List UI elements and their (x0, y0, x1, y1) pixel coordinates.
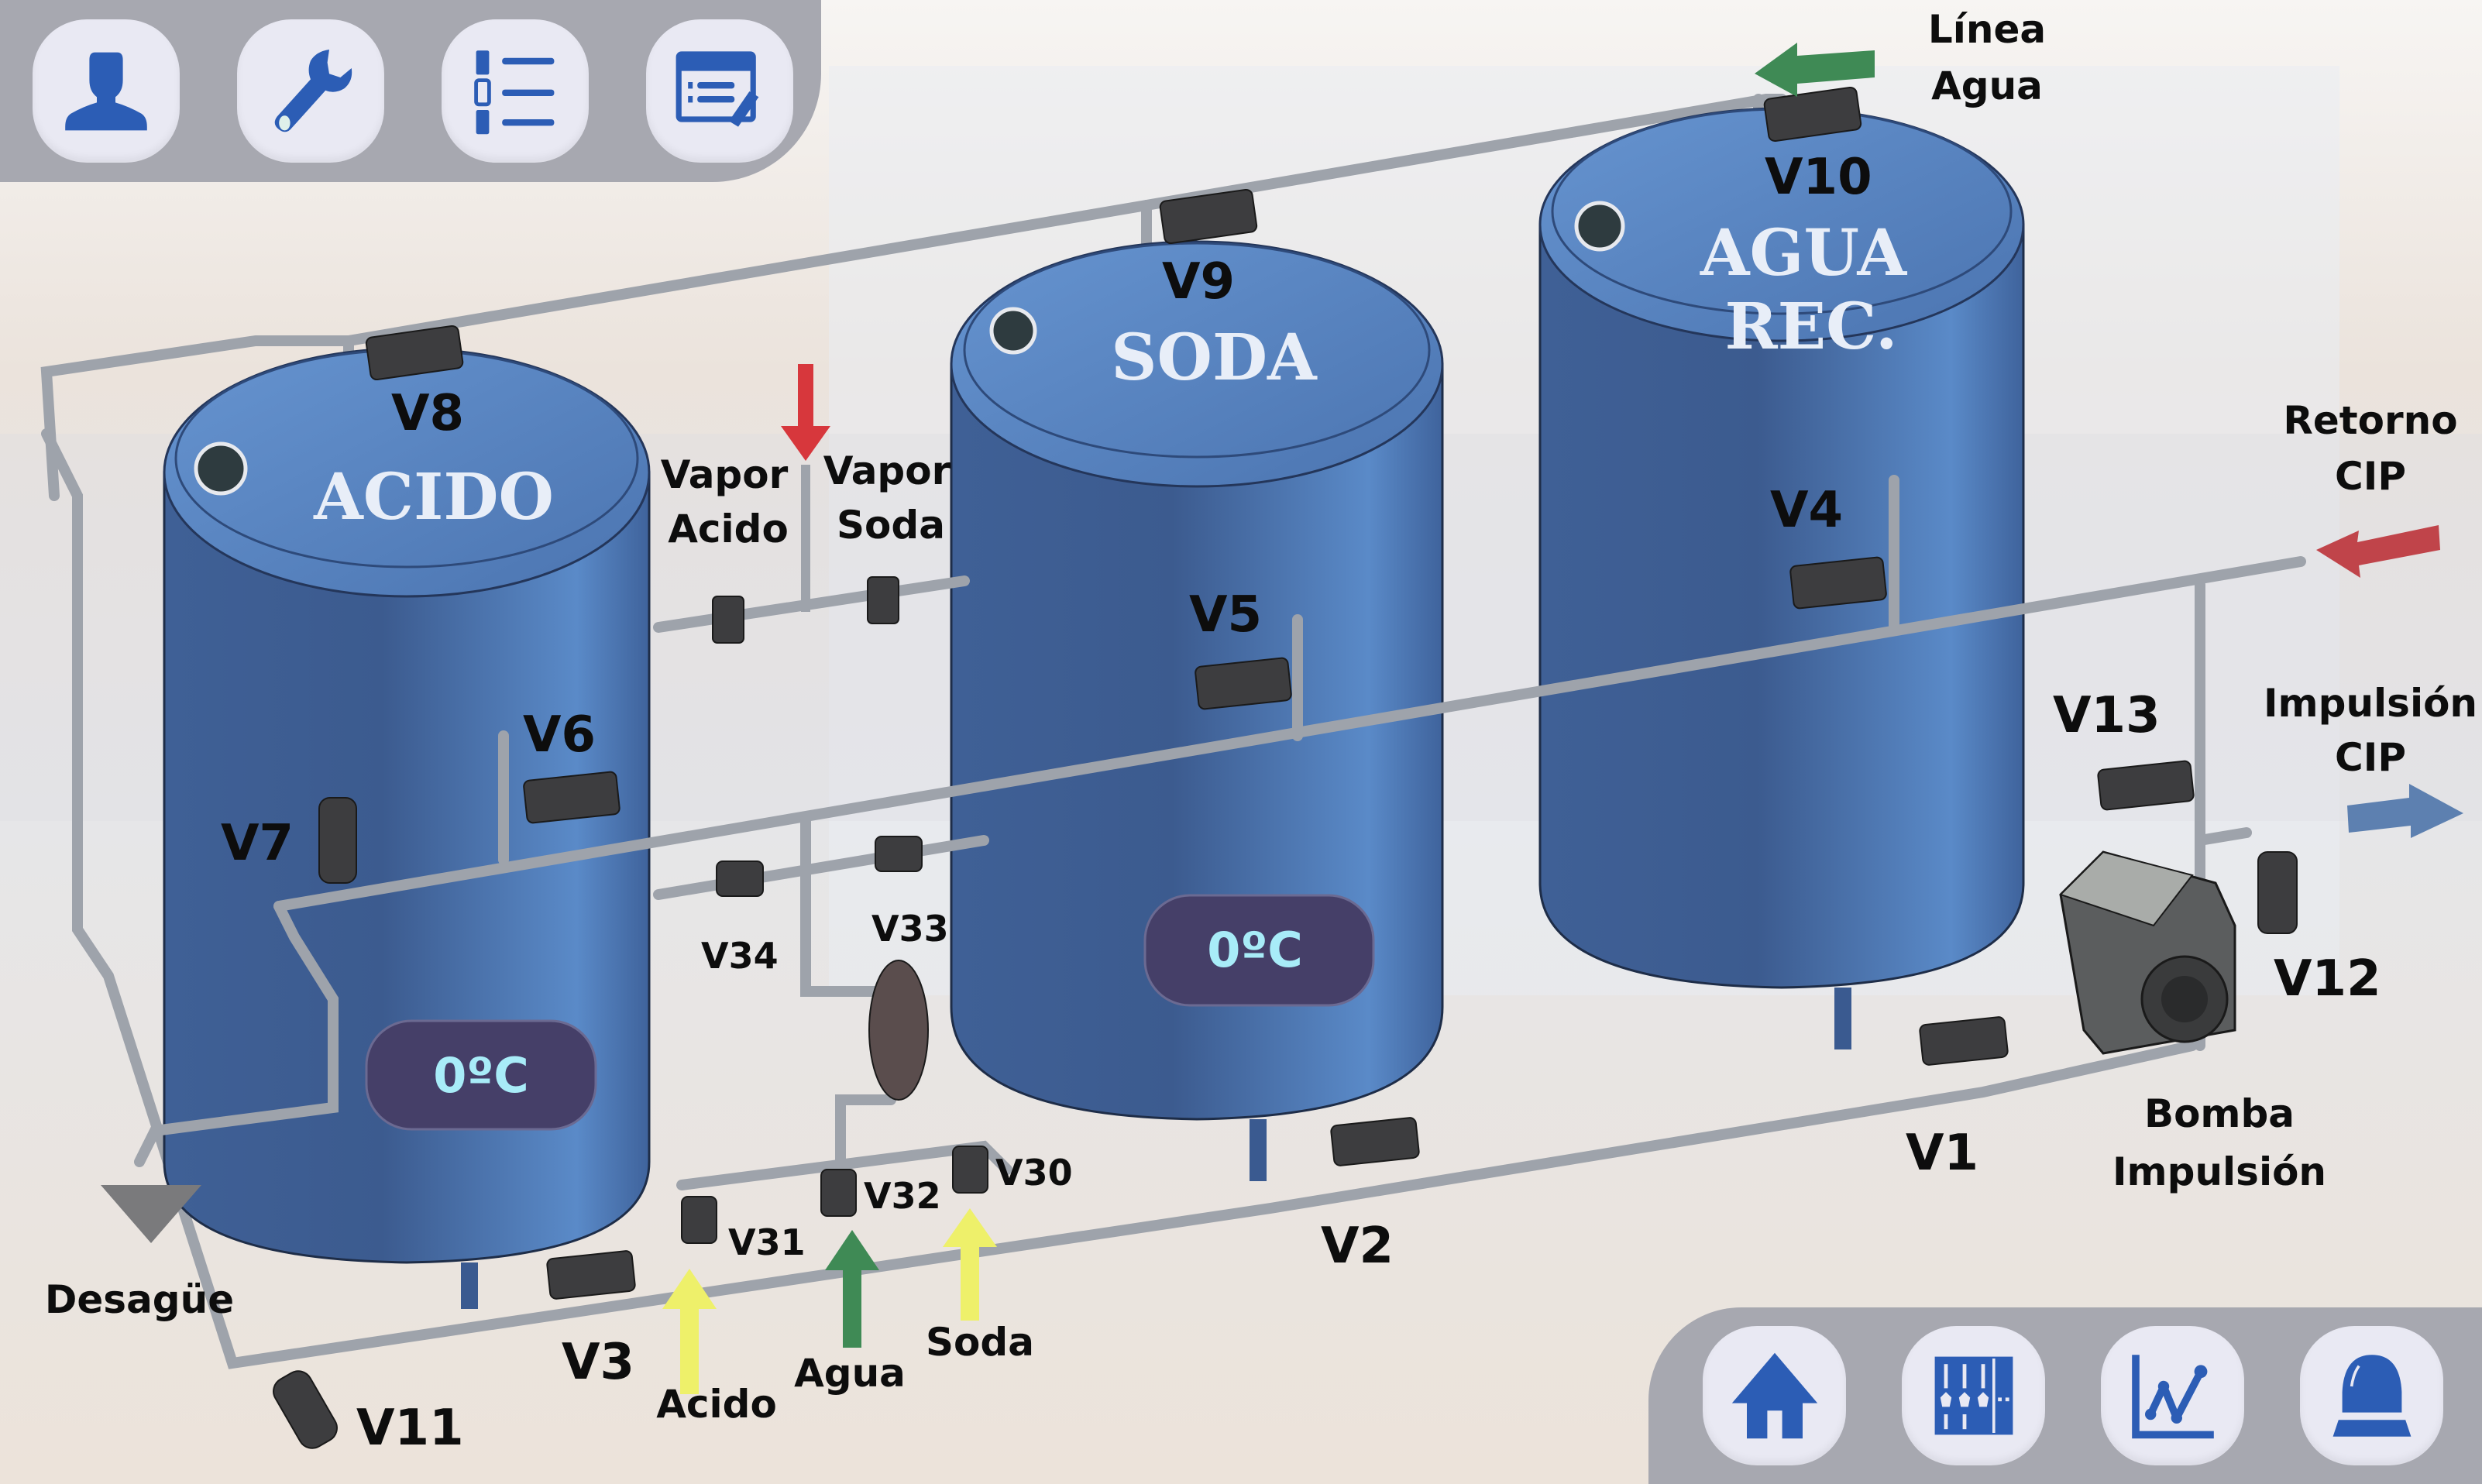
valve-v5-actuator[interactable] (1195, 657, 1292, 710)
process-diagram-icon (1934, 1356, 2013, 1435)
tank-soda[interactable]: SODA 0ºC (950, 240, 1444, 1181)
label-impulsion-cip-2: CIP (2335, 735, 2406, 780)
valve-vapor-soda-body[interactable] (867, 576, 899, 624)
label-v1: V1 (1906, 1125, 1978, 1182)
arrow-linea-agua (1755, 43, 1875, 97)
valve-v33-body[interactable] (875, 836, 923, 872)
drain-funnel-icon (101, 1185, 201, 1243)
label-v8: V8 (391, 385, 464, 442)
valve-v6-actuator[interactable] (523, 771, 620, 824)
toolbar-top (0, 0, 821, 182)
label-desague: Desagüe (45, 1277, 234, 1322)
temp-value-soda: 0ºC (1207, 922, 1303, 978)
label-retorno-cip-2: CIP (2335, 454, 2406, 499)
tank-agua-title-1: AGUA (1700, 216, 1908, 290)
valve-vapor-acido-body[interactable] (712, 596, 744, 644)
temp-value-acido: 0ºC (433, 1047, 529, 1104)
user-button[interactable] (33, 19, 180, 163)
arrow-vapor (781, 364, 830, 461)
label-vapor-soda-2: Soda (837, 503, 945, 548)
label-v10: V10 (1765, 149, 1872, 206)
user-icon (65, 52, 147, 130)
label-vapor-acido-2: Acido (668, 507, 789, 551)
list-icon (474, 50, 555, 134)
process-view-button[interactable] (1902, 1326, 2045, 1465)
dosing-pump[interactable] (868, 960, 929, 1101)
arrow-agua-in (825, 1230, 879, 1348)
valve-v3-actuator[interactable] (546, 1250, 636, 1300)
label-v6: V6 (523, 706, 596, 764)
label-linea-agua-2: Agua (1931, 64, 2043, 108)
temp-display-soda: 0ºC (1143, 894, 1375, 1007)
wrench-icon (274, 49, 352, 132)
valve-v32-body[interactable] (820, 1169, 857, 1217)
tank-acido-title: ACIDO (313, 460, 554, 534)
label-agua-in: Agua (794, 1351, 906, 1396)
toolbar-bottom (1648, 1307, 2482, 1484)
valve-v9-actuator[interactable] (1159, 188, 1258, 245)
label-v12: V12 (2274, 950, 2381, 1008)
valve-v31-body[interactable] (681, 1196, 717, 1244)
label-v13: V13 (2053, 687, 2161, 744)
alarms-button[interactable] (2300, 1326, 2443, 1465)
label-linea-agua-1: Línea (1928, 7, 2046, 52)
pump-impulsion[interactable] (2059, 850, 2236, 1055)
valve-v4-actuator[interactable] (1789, 556, 1887, 610)
trends-button[interactable] (2101, 1326, 2244, 1465)
manhole-icon (1574, 201, 1625, 252)
label-v31: V31 (728, 1221, 806, 1263)
settings-button[interactable] (237, 19, 384, 163)
temp-display-acido: 0ºC (365, 1019, 597, 1131)
edit-form-button[interactable] (646, 19, 793, 163)
label-v5: V5 (1189, 586, 1262, 644)
valve-v30-body[interactable] (952, 1146, 988, 1194)
label-v11: V11 (356, 1400, 464, 1457)
manhole-icon (989, 307, 1037, 355)
label-bomba-1: Bomba (2144, 1091, 2295, 1136)
label-v7: V7 (221, 815, 294, 872)
tank-soda-title: SODA (1111, 321, 1318, 395)
valve-v11-actuator[interactable] (268, 1366, 342, 1454)
manhole-icon (194, 441, 248, 496)
label-v30: V30 (995, 1152, 1073, 1194)
tank-agua-title-2: REC. (1724, 290, 1897, 364)
label-vapor-acido-1: Vapor (661, 452, 789, 497)
pipe-cip-return (134, 475, 2306, 1190)
arrow-impulsion-cip (2347, 784, 2463, 838)
valve-v13-actuator[interactable] (2097, 760, 2195, 811)
valve-v1-actuator[interactable] (1919, 1016, 2009, 1066)
label-v34: V34 (701, 935, 779, 977)
label-v9: V9 (1162, 253, 1235, 311)
valve-v8-actuator[interactable] (365, 325, 464, 381)
label-acido-in: Acido (656, 1382, 777, 1427)
valve-v12-actuator[interactable] (2257, 851, 2298, 934)
valve-v2-actuator[interactable] (1330, 1117, 1420, 1166)
label-retorno-cip-1: Retorno (2283, 398, 2457, 443)
arrow-acido-in (662, 1269, 717, 1394)
label-v33: V33 (871, 908, 949, 950)
label-v2: V2 (1321, 1218, 1394, 1275)
alarm-bell-icon (2332, 1355, 2411, 1437)
label-vapor-soda-1: Vapor (823, 448, 951, 493)
list-button[interactable] (442, 19, 589, 163)
edit-form-icon (676, 50, 759, 127)
trend-chart-icon (2131, 1355, 2214, 1439)
arrow-retorno-cip (2316, 525, 2440, 578)
label-v32: V32 (864, 1175, 941, 1217)
home-icon (1731, 1352, 1817, 1439)
valve-v34-body[interactable] (716, 861, 764, 897)
label-bomba-2: Impulsión (2112, 1149, 2326, 1194)
tank-acido[interactable]: ACIDO 0ºC (163, 347, 651, 1309)
label-v4: V4 (1770, 482, 1843, 539)
arrow-soda-in (943, 1208, 997, 1321)
valve-v10-actuator[interactable] (1763, 86, 1862, 143)
label-v3: V3 (562, 1334, 634, 1391)
label-soda-in: Soda (926, 1320, 1034, 1365)
tank-agua-rec[interactable]: AGUA REC. (1538, 107, 2025, 1049)
label-impulsion-cip-1: Impulsión (2264, 681, 2477, 726)
home-button[interactable] (1703, 1326, 1846, 1465)
valve-v7-actuator[interactable] (318, 797, 357, 884)
